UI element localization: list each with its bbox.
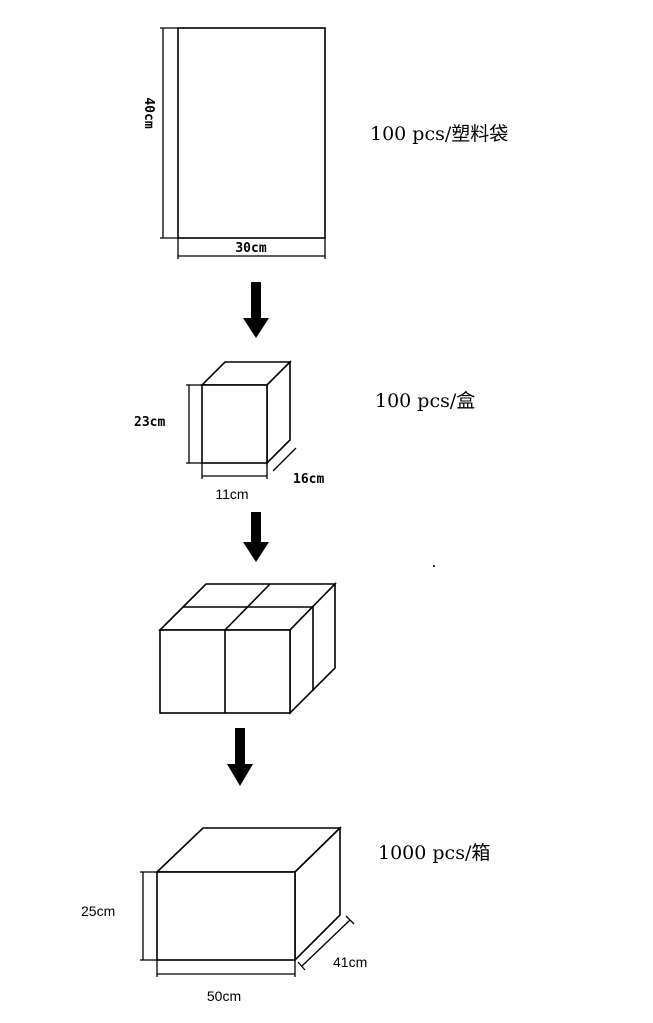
small-box-width-label: 11cm: [215, 486, 248, 502]
small-box-quantity-note: 100 pcs/盒: [375, 390, 475, 412]
small-box-height-label: 23cm: [134, 415, 165, 430]
bag-outline: [177, 27, 326, 239]
bag-height-label: 40cm: [141, 97, 156, 128]
bag-quantity-note: 100 pcs/塑料袋: [370, 123, 508, 145]
down-arrow-icon: [243, 512, 269, 562]
small-box-depth-label: 16cm: [293, 472, 324, 487]
carton-depth-label: 41cm: [333, 954, 367, 970]
grouped-boxes: [158, 582, 337, 715]
carton-front: [156, 871, 296, 961]
bag-width-label: 30cm: [235, 241, 266, 256]
stray-dot: [433, 565, 435, 567]
small-box: 23cm 11cm 16cm: [134, 360, 324, 502]
plastic-bag: 40cm 30cm: [141, 27, 326, 259]
carton-quantity-note: 1000 pcs/箱: [378, 842, 490, 864]
small-box-front: [201, 384, 268, 464]
down-arrow-icon: [227, 728, 253, 786]
carton-height-label: 25cm: [81, 903, 115, 919]
down-arrow-icon: [243, 282, 269, 338]
carton-width-label: 50cm: [207, 988, 241, 1004]
carton: 25cm 50cm 41cm: [81, 826, 367, 1004]
